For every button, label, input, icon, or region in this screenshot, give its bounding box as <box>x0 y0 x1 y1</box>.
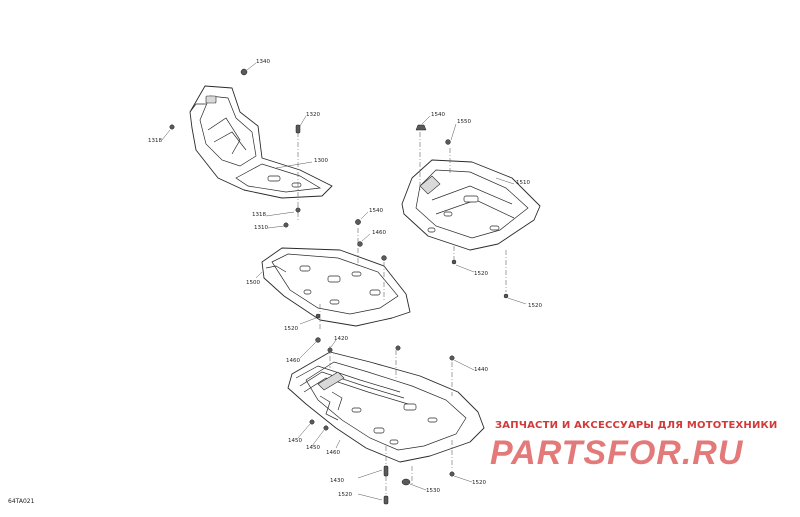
callout-1510: 1510 <box>516 180 530 186</box>
callout-1540-right: 1540 <box>431 112 445 118</box>
assembly-lines <box>297 132 507 496</box>
main-skid-plate <box>287 351 485 463</box>
callout-1318-upper: 1318 <box>148 138 162 144</box>
leader-lines <box>161 62 527 501</box>
callout-1520-right-lower: 1520 <box>528 303 542 309</box>
callout-1320: 1320 <box>306 112 320 118</box>
callout-1450-a: 1450 <box>288 438 302 444</box>
rear-skid-plate <box>401 159 541 251</box>
callout-1550: 1550 <box>457 119 471 125</box>
callout-1520-bottom-left: 1520 <box>338 492 352 498</box>
front-skid-plate <box>189 85 333 199</box>
callout-1500: 1500 <box>246 280 260 286</box>
callout-1318-lower: 1318 <box>252 212 266 218</box>
callout-1450-b: 1450 <box>306 445 320 451</box>
fasteners <box>169 68 509 505</box>
callout-1460-mid: 1460 <box>372 230 386 236</box>
diagram-code: 64TA021 <box>8 498 35 505</box>
callout-1460-left: 1460 <box>286 358 300 364</box>
middle-skid-plate <box>261 247 411 327</box>
callout-1420: 1420 <box>334 336 348 342</box>
callout-1310: 1310 <box>254 225 268 231</box>
callout-1530: 1530 <box>426 488 440 494</box>
callout-1440: 1440 <box>474 367 488 373</box>
callout-1340: 1340 <box>256 59 270 65</box>
callout-1520-right-upper: 1520 <box>474 271 488 277</box>
watermark-tagline: ЗАПЧАСТИ И АКСЕССУАРЫ ДЛЯ МОТОТЕХНИКИ <box>495 420 778 431</box>
callout-1540-mid: 1540 <box>369 208 383 214</box>
callout-1300: 1300 <box>314 158 328 164</box>
callout-1430: 1430 <box>330 478 344 484</box>
callout-1460-bottom: 1460 <box>326 450 340 456</box>
callout-1520-bottom-right: 1520 <box>472 480 486 486</box>
callout-1520-mid: 1520 <box>284 326 298 332</box>
callout-labels: 1340 1318 1320 1300 1318 1310 1540 1550 … <box>148 59 542 498</box>
watermark-logo: PARTSFOR.RU <box>490 434 744 472</box>
